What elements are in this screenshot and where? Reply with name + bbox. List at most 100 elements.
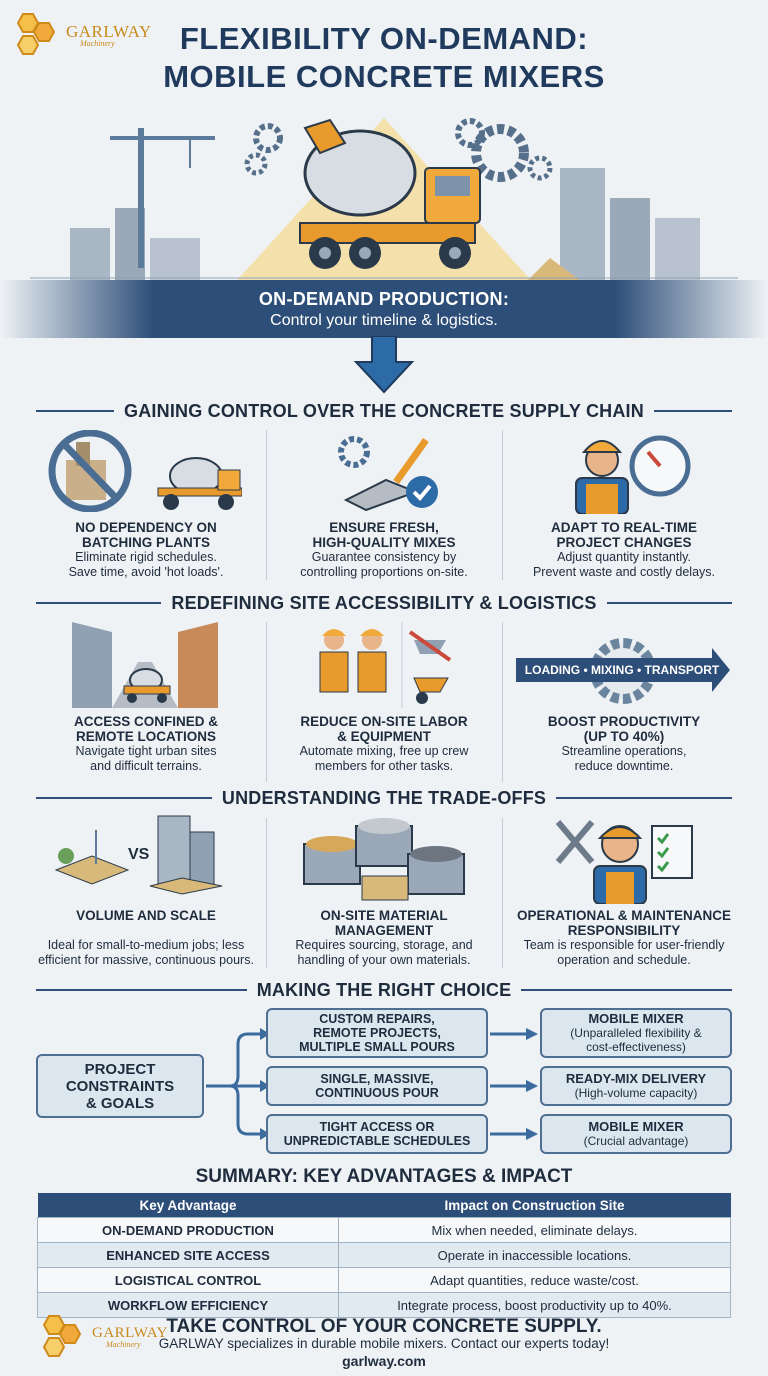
divider <box>266 622 267 782</box>
table-cell: Integrate process, boost productivity up… <box>338 1292 731 1318</box>
card-description: Prevent waste and costly delays. <box>532 565 716 579</box>
worker-gauge-icon <box>575 435 691 514</box>
condition-text: CUSTOM REPAIRS, <box>319 1012 435 1026</box>
result-title: READY-MIX DELIVERY <box>565 1071 707 1086</box>
condition-text: CONTINUOUS POUR <box>315 1086 439 1100</box>
result-subtitle: (High-volume capacity) <box>574 1086 698 1100</box>
banner-subtitle: Control your timeline & logistics. <box>270 312 498 329</box>
card-reduce-labor: REDUCE ON-SITE LABOR & EQUIPMENT Automat… <box>269 714 499 774</box>
card-heading: OPERATIONAL & MAINTENANCE <box>516 908 731 923</box>
card-heading: REMOTE LOCATIONS <box>76 729 216 744</box>
banner-title: ON-DEMAND PRODUCTION: <box>258 289 510 309</box>
card-description: Streamline operations, <box>561 744 687 758</box>
result-subtitle: cost-effectiveness) <box>586 1040 686 1054</box>
source-line: & GOALS <box>85 1094 155 1112</box>
card-heading: PROJECT CHANGES <box>556 535 692 550</box>
summary-title: SUMMARY: KEY ADVANTAGES & IMPACT <box>195 1166 573 1187</box>
divider <box>266 430 267 580</box>
section-heading-supply-chain: GAINING CONTROL OVER THE CONCRETE SUPPLY… <box>36 398 732 424</box>
footer-logo: GARLWAY Machinery <box>36 1314 168 1360</box>
card-fresh-mixes: ENSURE FRESH, HIGH-QUALITY MIXES Guarant… <box>269 520 499 580</box>
card-description: controlling proportions on-site. <box>300 565 468 579</box>
card-heading: BOOST PRODUCTIVITY <box>547 714 701 729</box>
card-description: Eliminate rigid schedules. <box>75 550 217 564</box>
card-description: Requires sourcing, storage, and <box>295 938 473 952</box>
source-line: PROJECT <box>84 1060 156 1078</box>
table-header: Key Advantage <box>37 1193 339 1218</box>
condition-text: MULTIPLE SMALL POURS <box>299 1040 455 1054</box>
condition-box-small-pours: CUSTOM REPAIRS, REMOTE PROJECTS, MULTIPL… <box>266 1008 488 1058</box>
card-heading: REDUCE ON-SITE LABOR <box>300 714 468 729</box>
section-heading-right-choice: MAKING THE RIGHT CHOICE <box>36 977 733 1003</box>
hexagon-logo-icon <box>42 1315 82 1357</box>
brand-sub: Machinery <box>80 38 115 48</box>
card-heading: BATCHING PLANTS <box>82 535 210 550</box>
card-heading: NO DEPENDENCY ON <box>75 520 217 535</box>
table-cell: ENHANCED SITE ACCESS <box>37 1242 339 1268</box>
section-heading-accessibility: REDEFINING SITE ACCESSIBILITY & LOGISTIC… <box>36 590 732 616</box>
card-description: members for other tasks. <box>314 759 454 773</box>
urban-street-mixer-icon <box>72 622 218 708</box>
table-cell: Adapt quantities, reduce waste/cost. <box>338 1267 731 1293</box>
workers-wheelbarrow-icon <box>319 622 452 708</box>
hexagon-logo-icon <box>16 13 56 55</box>
table-row: ENHANCED SITE ACCESS Operate in inaccess… <box>37 1242 731 1268</box>
result-box-ready-mix: READY-MIX DELIVERY (High-volume capacity… <box>540 1066 732 1106</box>
summary-table: Key Advantage Impact on Construction Sit… <box>37 1193 731 1318</box>
card-description: Automate mixing, free up crew <box>299 744 469 758</box>
result-box-mobile-mixer-crucial: MOBILE MIXER (Crucial advantage) <box>540 1114 732 1154</box>
choice-title: MAKING THE RIGHT CHOICE <box>256 979 512 1000</box>
table-header-row: Key Advantage Impact on Construction Sit… <box>37 1193 731 1218</box>
card-description: operation and schedule. <box>557 953 691 967</box>
source-line: CONSTRAINTS <box>65 1077 175 1095</box>
section-3-title: UNDERSTANDING THE TRADE-OFFS <box>221 787 547 808</box>
brand-logo: GARLWAY Machinery <box>10 12 152 58</box>
table-row: LOGISTICAL CONTROL Adapt quantities, red… <box>37 1267 731 1293</box>
card-heading: RESPONSIBILITY <box>567 923 681 938</box>
condition-box-tight-access: TIGHT ACCESS OR UNPREDICTABLE SCHEDULES <box>266 1114 488 1154</box>
page-title: FLEXIBILITY ON-DEMAND: MOBILE CONCRETE M… <box>0 20 768 96</box>
divider <box>266 818 267 968</box>
result-subtitle: (Crucial advantage) <box>583 1134 689 1148</box>
project-constraints-box: PROJECT CONSTRAINTS & GOALS <box>36 1054 204 1118</box>
card-heading: VOLUME AND SCALE <box>76 908 216 923</box>
result-box-mobile-mixer: MOBILE MIXER (Unparalleled flexibility &… <box>540 1008 732 1058</box>
card-material-management: ON-SITE MATERIAL MANAGEMENT Requires sou… <box>269 908 499 968</box>
material-bins-icon <box>303 818 465 901</box>
table-row: WORKFLOW EFFICIENCY Integrate process, b… <box>37 1292 731 1318</box>
section-1-title: GAINING CONTROL OVER THE CONCRETE SUPPLY… <box>124 400 644 421</box>
table-header: Impact on Construction Site <box>338 1193 731 1218</box>
card-description: Navigate tight urban sites <box>75 744 217 758</box>
card-description: Adjust quantity instantly. <box>557 550 691 564</box>
vs-label: VS <box>128 846 150 863</box>
gear-icon <box>516 638 730 704</box>
table-row: ON-DEMAND PRODUCTION Mix when needed, el… <box>37 1217 731 1243</box>
table-cell: LOGISTICAL CONTROL <box>37 1267 339 1293</box>
trowel-quality-icon <box>338 436 438 512</box>
mechanic-checklist-icon <box>555 820 693 904</box>
process-diagram: LOADING • MIXING • TRANSPORT <box>516 636 730 706</box>
process-label: LOADING • MIXING • TRANSPORT <box>524 663 720 677</box>
result-title: MOBILE MIXER <box>588 1011 684 1026</box>
small-vs-skyscraper-icon <box>54 815 223 895</box>
result-title: MOBILE MIXER <box>588 1119 684 1134</box>
condition-text: SINGLE, MASSIVE, <box>320 1072 434 1086</box>
footer-text: GARLWAY specializes in durable mobile mi… <box>158 1336 610 1351</box>
card-boost-productivity: BOOST PRODUCTIVITY (UP TO 40%) Streamlin… <box>509 714 739 774</box>
card-heading: HIGH-QUALITY MIXES <box>312 535 456 550</box>
brand-name: GARLWAY <box>66 21 152 41</box>
divider <box>502 622 503 782</box>
footer-url-link[interactable]: garlway.com <box>342 1353 426 1369</box>
brand-name: GARLWAY <box>92 1324 169 1341</box>
title-line-2: MOBILE CONCRETE MIXERS <box>163 59 605 94</box>
card-no-dependency: NO DEPENDENCY ON BATCHING PLANTS Elimina… <box>31 520 261 580</box>
card-description: Guarantee consistency by <box>311 550 457 564</box>
title-line-1: FLEXIBILITY ON-DEMAND: <box>179 21 589 56</box>
card-description: Team is responsible for user-friendly <box>523 938 725 952</box>
card-maintenance: OPERATIONAL & MAINTENANCE RESPONSIBILITY… <box>504 908 744 968</box>
card-description: reduce downtime. <box>574 759 674 773</box>
condition-box-massive-pour: SINGLE, MASSIVE, CONTINUOUS POUR <box>266 1066 488 1106</box>
divider <box>502 430 503 580</box>
table-cell: WORKFLOW EFFICIENCY <box>37 1292 339 1318</box>
condition-text: REMOTE PROJECTS, <box>313 1026 441 1040</box>
